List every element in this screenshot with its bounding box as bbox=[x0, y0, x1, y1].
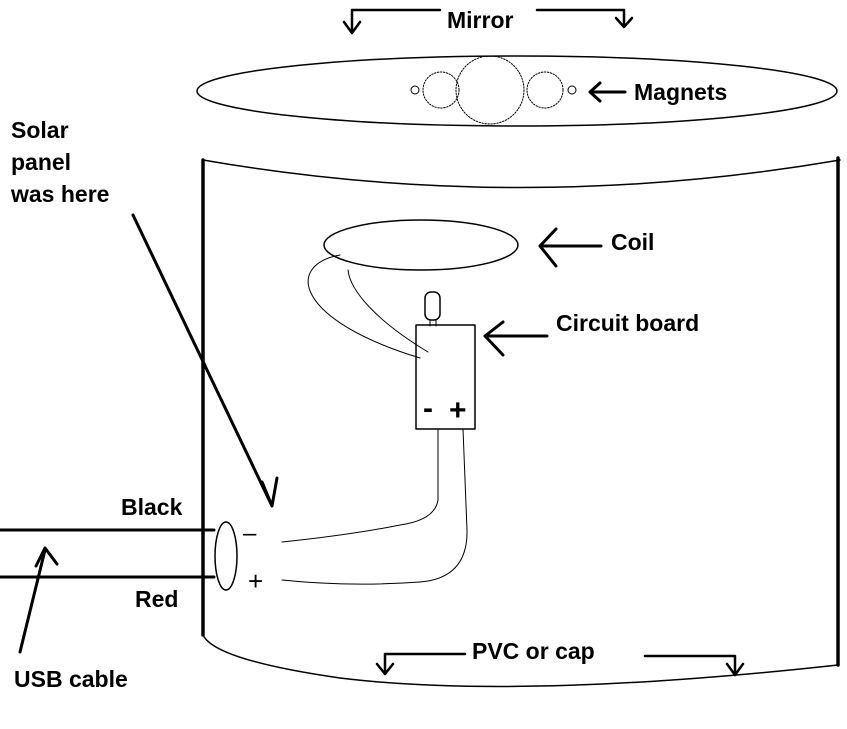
circuit-board-arrow bbox=[483, 320, 549, 357]
mirror-bracket-left-arrow bbox=[342, 8, 442, 35]
coil-callout: Coil bbox=[538, 227, 654, 268]
coil-label: Coil bbox=[611, 229, 654, 255]
led-component bbox=[424, 291, 441, 321]
pvc-bracket-right-arrow bbox=[643, 654, 745, 677]
solar-label-line2: panel bbox=[11, 149, 71, 175]
pvc-label: PVC or cap bbox=[472, 638, 595, 664]
coil-wire-inner bbox=[347, 269, 429, 353]
jack-minus-sign: – bbox=[243, 520, 257, 547]
jack-plus-sign: + bbox=[248, 566, 263, 596]
solar-panel-arrow bbox=[131, 213, 279, 508]
circuit-board-callout: Circuit board bbox=[483, 310, 699, 357]
pvc-bracket-left-arrow bbox=[375, 652, 467, 676]
magnet-right bbox=[526, 71, 564, 109]
coil-wire-outer bbox=[307, 254, 421, 359]
magnets-callout: Magnets bbox=[588, 79, 727, 105]
black-wire-label: Black bbox=[121, 494, 183, 520]
solar-label-line1: Solar bbox=[11, 117, 69, 143]
circuit-board: - + bbox=[415, 291, 476, 430]
board-minus-sign: - bbox=[423, 392, 433, 425]
board-wire-positive bbox=[281, 428, 468, 585]
solar-panel-callout: Solar panel was here bbox=[10, 117, 279, 508]
board-plus-sign: + bbox=[449, 394, 467, 427]
usb-cable-label: USB cable bbox=[14, 666, 128, 692]
usb-cable-arrow bbox=[18, 546, 59, 654]
magnets-group bbox=[410, 55, 577, 125]
cylinder-bottom-rim bbox=[202, 634, 839, 688]
magnets-arrow bbox=[588, 81, 627, 103]
mirror-lid bbox=[196, 55, 838, 127]
cable-jack bbox=[214, 521, 238, 591]
circuit-board-label: Circuit board bbox=[556, 310, 699, 336]
coil-arrow bbox=[538, 227, 603, 268]
circuit-board-body bbox=[415, 324, 476, 430]
pvc-callout: PVC or cap bbox=[375, 638, 745, 677]
magnet-large bbox=[455, 55, 525, 125]
mirror-bracket-right-arrow bbox=[535, 8, 634, 29]
mirror-callout: Mirror bbox=[342, 7, 634, 35]
usb-cable-callout: USB cable bbox=[14, 546, 128, 692]
magnet-small-left bbox=[410, 85, 420, 95]
red-wire-label: Red bbox=[135, 586, 178, 612]
solar-label-line3: was here bbox=[10, 181, 109, 207]
coil bbox=[323, 219, 519, 271]
mirror-label: Mirror bbox=[447, 7, 514, 33]
magnets-label: Magnets bbox=[634, 79, 727, 105]
cylinder-body bbox=[201, 156, 841, 688]
board-wire-negative bbox=[281, 428, 439, 543]
magnet-left bbox=[422, 71, 460, 109]
cylinder-top-rim bbox=[202, 159, 841, 189]
magnet-small-right bbox=[567, 85, 577, 95]
